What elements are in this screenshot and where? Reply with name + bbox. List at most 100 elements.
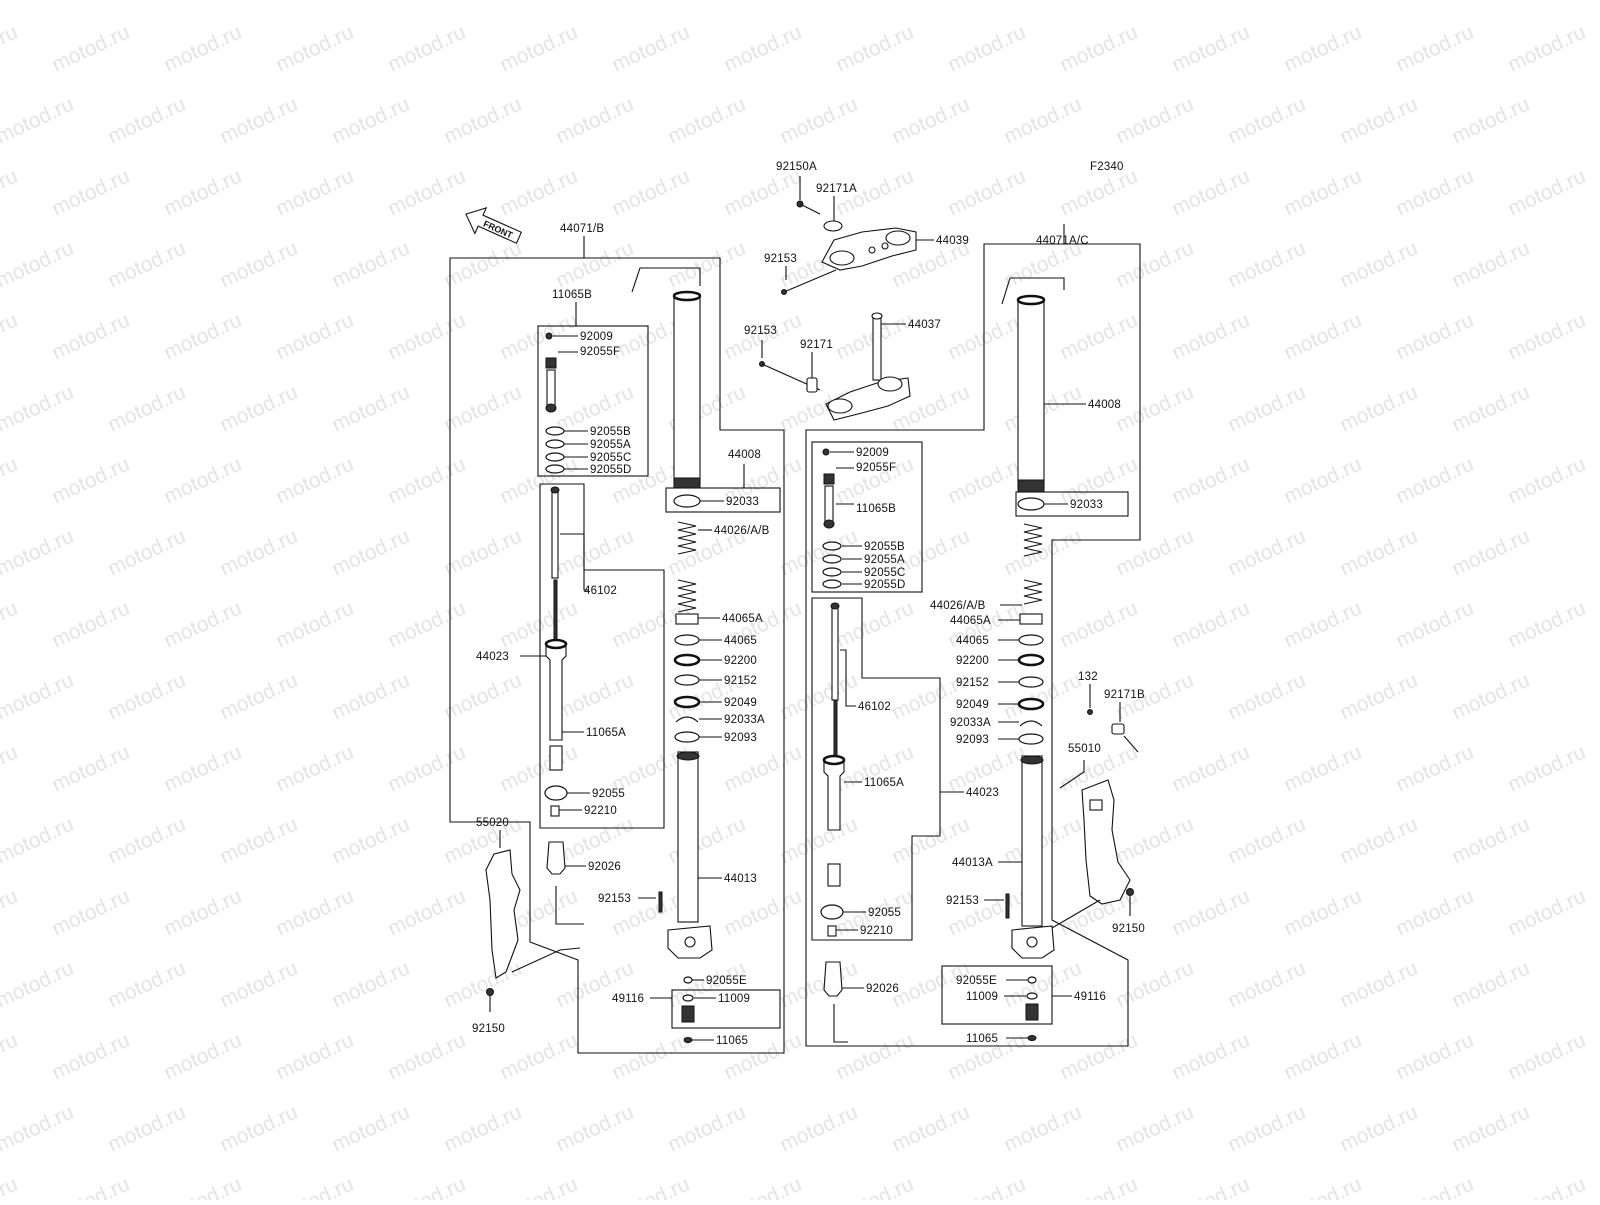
label-92009-right: 92009	[856, 447, 889, 459]
watermark-text: motod.ru	[160, 309, 245, 365]
watermark-text: motod.ru	[1448, 525, 1533, 581]
fork-tube-44008	[673, 293, 701, 485]
spring-44026	[677, 521, 697, 613]
label-92153-bottom: 92153	[744, 325, 777, 337]
watermark-text: motod.ru	[832, 21, 917, 77]
watermark-text: motod.ru	[1336, 957, 1421, 1013]
label-92150-left: 92150	[472, 1023, 505, 1035]
watermark-text: motod.ru	[0, 669, 77, 725]
watermark-text: motod.ru	[0, 1173, 21, 1200]
watermark-text: motod.ru	[1336, 1101, 1421, 1157]
valve-bolt	[1025, 1003, 1039, 1021]
label-92026-right: 92026	[866, 983, 899, 995]
watermark-text: motod.ru	[48, 1173, 133, 1200]
watermark-text: motod.ru	[1336, 381, 1421, 437]
damper-rod-box	[539, 483, 665, 829]
watermark-text: motod.ru	[1392, 1029, 1477, 1085]
watermark-text: motod.ru	[440, 957, 525, 1013]
label-92152-right: 92152	[956, 677, 989, 689]
right-fork-assembly: 44071A/C 44008 92033 92009 92055F 11065B…	[805, 224, 1145, 1047]
watermark-text: motod.ru	[0, 1029, 21, 1085]
watermark-text: motod.ru	[1280, 165, 1365, 221]
watermark-text: motod.ru	[328, 813, 413, 869]
label-44065A-right: 44065A	[950, 615, 991, 627]
label-92049-right: 92049	[956, 699, 989, 711]
watermark-text: motod.ru	[1280, 741, 1365, 797]
watermark-text: motod.ru	[1112, 0, 1197, 5]
watermark-text: motod.ru	[1168, 741, 1253, 797]
watermark-text: motod.ru	[160, 453, 245, 509]
watermark-text: motod.ru	[1280, 1029, 1365, 1085]
label-11065-right: 11065	[966, 1033, 998, 1045]
watermark-text: motod.ru	[552, 93, 637, 149]
watermark-text: motod.ru	[832, 597, 917, 653]
label-92049: 92049	[724, 697, 757, 709]
watermark-text: motod.ru	[1392, 741, 1477, 797]
watermark-text: motod.ru	[496, 21, 581, 77]
watermark-text: motod.ru	[216, 525, 301, 581]
watermark-text: motod.ru	[272, 453, 357, 509]
label-55010: 55010	[1068, 743, 1101, 755]
watermark-text: motod.ru	[664, 0, 749, 5]
watermark-text: motod.ru	[440, 669, 525, 725]
label-92210-right: 92210	[860, 925, 893, 937]
watermark-text: motod.ru	[1336, 0, 1421, 5]
watermark-text: motod.ru	[888, 93, 973, 149]
watermark-text: motod.ru	[216, 93, 301, 149]
watermark-text: motod.ru	[440, 93, 525, 149]
label-92093: 92093	[724, 732, 757, 744]
watermark-text: motod.ru	[1224, 669, 1309, 725]
label-92055-right: 92055	[868, 907, 901, 919]
watermark-text: motod.ru	[776, 1101, 861, 1157]
watermark-text: motod.ru	[664, 813, 749, 869]
bottom-valve-box	[671, 989, 781, 1029]
watermark-text: motod.ru	[1224, 0, 1309, 5]
watermark-text: motod.ru	[216, 957, 301, 1013]
watermark-text: motod.ru	[160, 741, 245, 797]
watermark-text: motod.ru	[1168, 885, 1253, 941]
watermark-text: motod.ru	[1504, 21, 1589, 77]
watermark-text: motod.ru	[944, 309, 1029, 365]
left-fork-assembly: 44071/B 11065B 92009 92055F 92055B 92055…	[449, 223, 785, 1054]
damper-rod-46102	[831, 603, 839, 701]
label-92055E: 92055E	[706, 975, 747, 987]
watermark-text: motod.ru	[104, 669, 189, 725]
label-46102: 46102	[584, 585, 617, 597]
watermark-text: motod.ru	[0, 885, 21, 941]
watermark-text: motod.ru	[496, 165, 581, 221]
label-55020: 55020	[476, 817, 509, 829]
fork-guard-55020	[485, 849, 521, 979]
watermark-text: motod.ru	[1000, 957, 1085, 1013]
watermark-text: motod.ru	[160, 885, 245, 941]
watermark-text: motod.ru	[1056, 165, 1141, 221]
label-44023-right: 44023	[966, 787, 999, 799]
watermark-text: motod.ru	[1000, 0, 1085, 5]
watermark-text: motod.ru	[48, 165, 133, 221]
watermark-text: motod.ru	[328, 93, 413, 149]
watermark-text: motod.ru	[272, 1029, 357, 1085]
label-92055D: 92055D	[590, 464, 631, 476]
label-44039: 44039	[936, 235, 969, 247]
watermark-text: motod.ru	[1224, 93, 1309, 149]
watermark-text: motod.ru	[944, 21, 1029, 77]
label-44071AC: 44071A/C	[1036, 235, 1089, 247]
label-11065B-right: 11065B	[856, 503, 896, 515]
watermark-text: motod.ru	[1112, 813, 1197, 869]
watermark-text: motod.ru	[832, 1029, 917, 1085]
watermark-text: motod.ru	[776, 669, 861, 725]
watermark-text: motod.ru	[1392, 165, 1477, 221]
watermark-text: motod.ru	[1504, 165, 1589, 221]
label-92055B: 92055B	[590, 426, 631, 438]
upper-triple-clamp: 92150A 92171A 44039 92153	[764, 161, 969, 295]
watermark-text: motod.ru	[1336, 813, 1421, 869]
assembly-outline	[449, 257, 785, 1054]
watermark-text: motod.ru	[496, 1029, 581, 1085]
watermark-text: motod.ru	[776, 0, 861, 5]
watermark-text: motod.ru	[104, 957, 189, 1013]
label-92171: 92171	[800, 339, 833, 351]
watermark-text: motod.ru	[328, 0, 413, 5]
watermark-text: motod.ru	[608, 165, 693, 221]
label-92055B-right: 92055B	[864, 541, 905, 553]
watermark-text: motod.ru	[1448, 0, 1533, 5]
label-44065-right: 44065	[956, 635, 989, 647]
